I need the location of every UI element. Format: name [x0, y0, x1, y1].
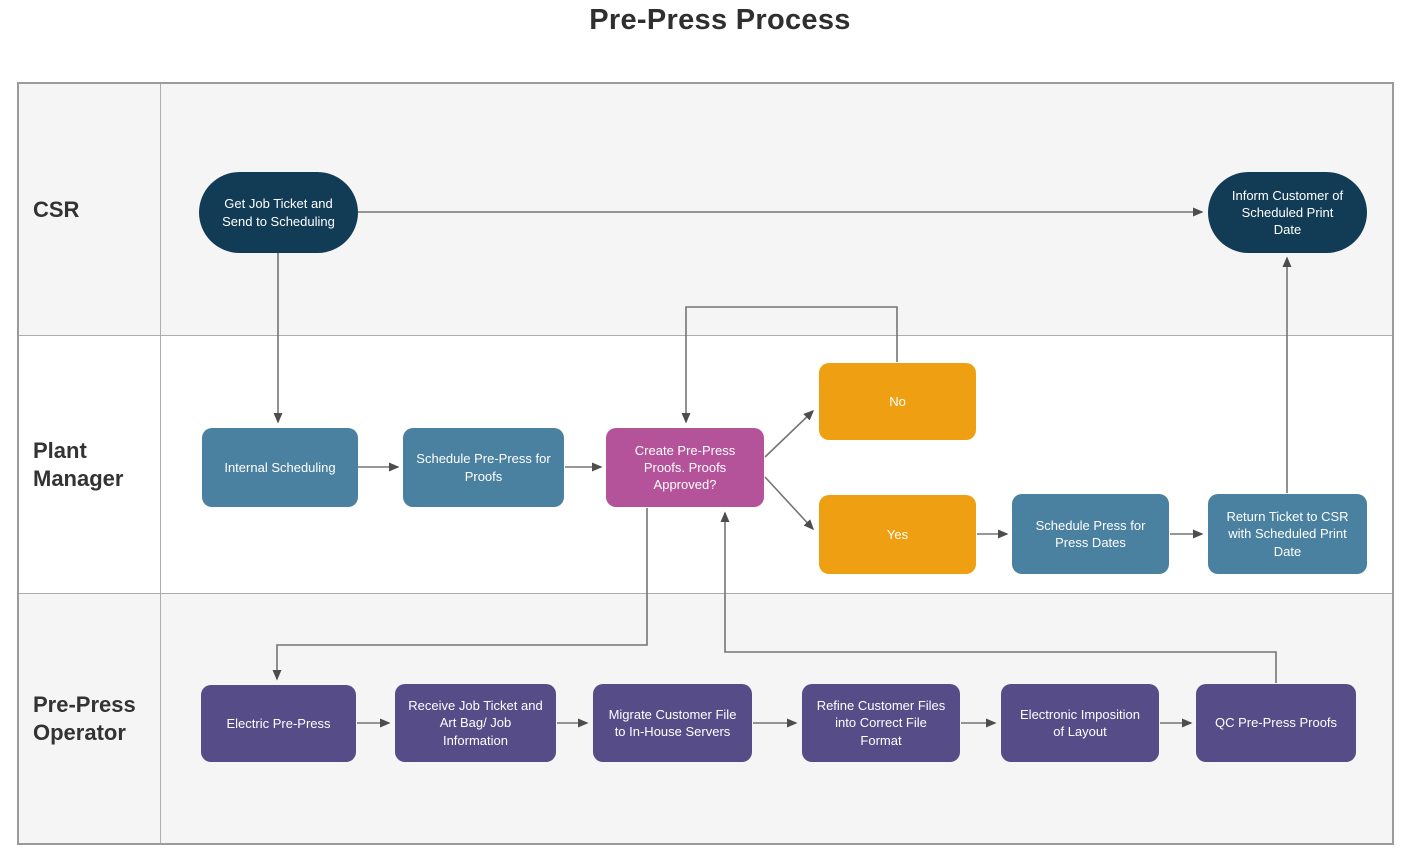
- node-schedule-pre-press: Schedule Pre-Press for Proofs: [403, 428, 564, 507]
- node-internal-scheduling: Internal Scheduling: [202, 428, 358, 507]
- node-electronic-imposition: Electronic Imposition of Layout: [1001, 684, 1159, 762]
- node-schedule-press: Schedule Press for Press Dates: [1012, 494, 1169, 574]
- node-inform-customer: Inform Customer of Scheduled Print Date: [1208, 172, 1367, 253]
- node-no: No: [819, 363, 976, 440]
- node-return-ticket: Return Ticket to CSR with Scheduled Prin…: [1208, 494, 1367, 574]
- node-electric-pre-press: Electric Pre-Press: [201, 685, 356, 762]
- node-get-job-ticket: Get Job Ticket and Send to Scheduling: [199, 172, 358, 253]
- node-create-proofs: Create Pre-Press Proofs. Proofs Approved…: [606, 428, 764, 507]
- node-refine-files: Refine Customer Files into Correct File …: [802, 684, 960, 762]
- diagram-title: Pre-Press Process: [589, 4, 851, 36]
- node-qc-proofs: QC Pre-Press Proofs: [1196, 684, 1356, 762]
- node-yes: Yes: [819, 495, 976, 574]
- lane-label-plant-manager: Plant Manager: [19, 336, 161, 593]
- lane-label-pre-press-operator: Pre-Press Operator: [19, 594, 161, 843]
- node-migrate-file: Migrate Customer File to In-House Server…: [593, 684, 752, 762]
- lane-label-csr: CSR: [19, 84, 161, 335]
- node-receive-job-ticket: Receive Job Ticket and Art Bag/ Job Info…: [395, 684, 556, 762]
